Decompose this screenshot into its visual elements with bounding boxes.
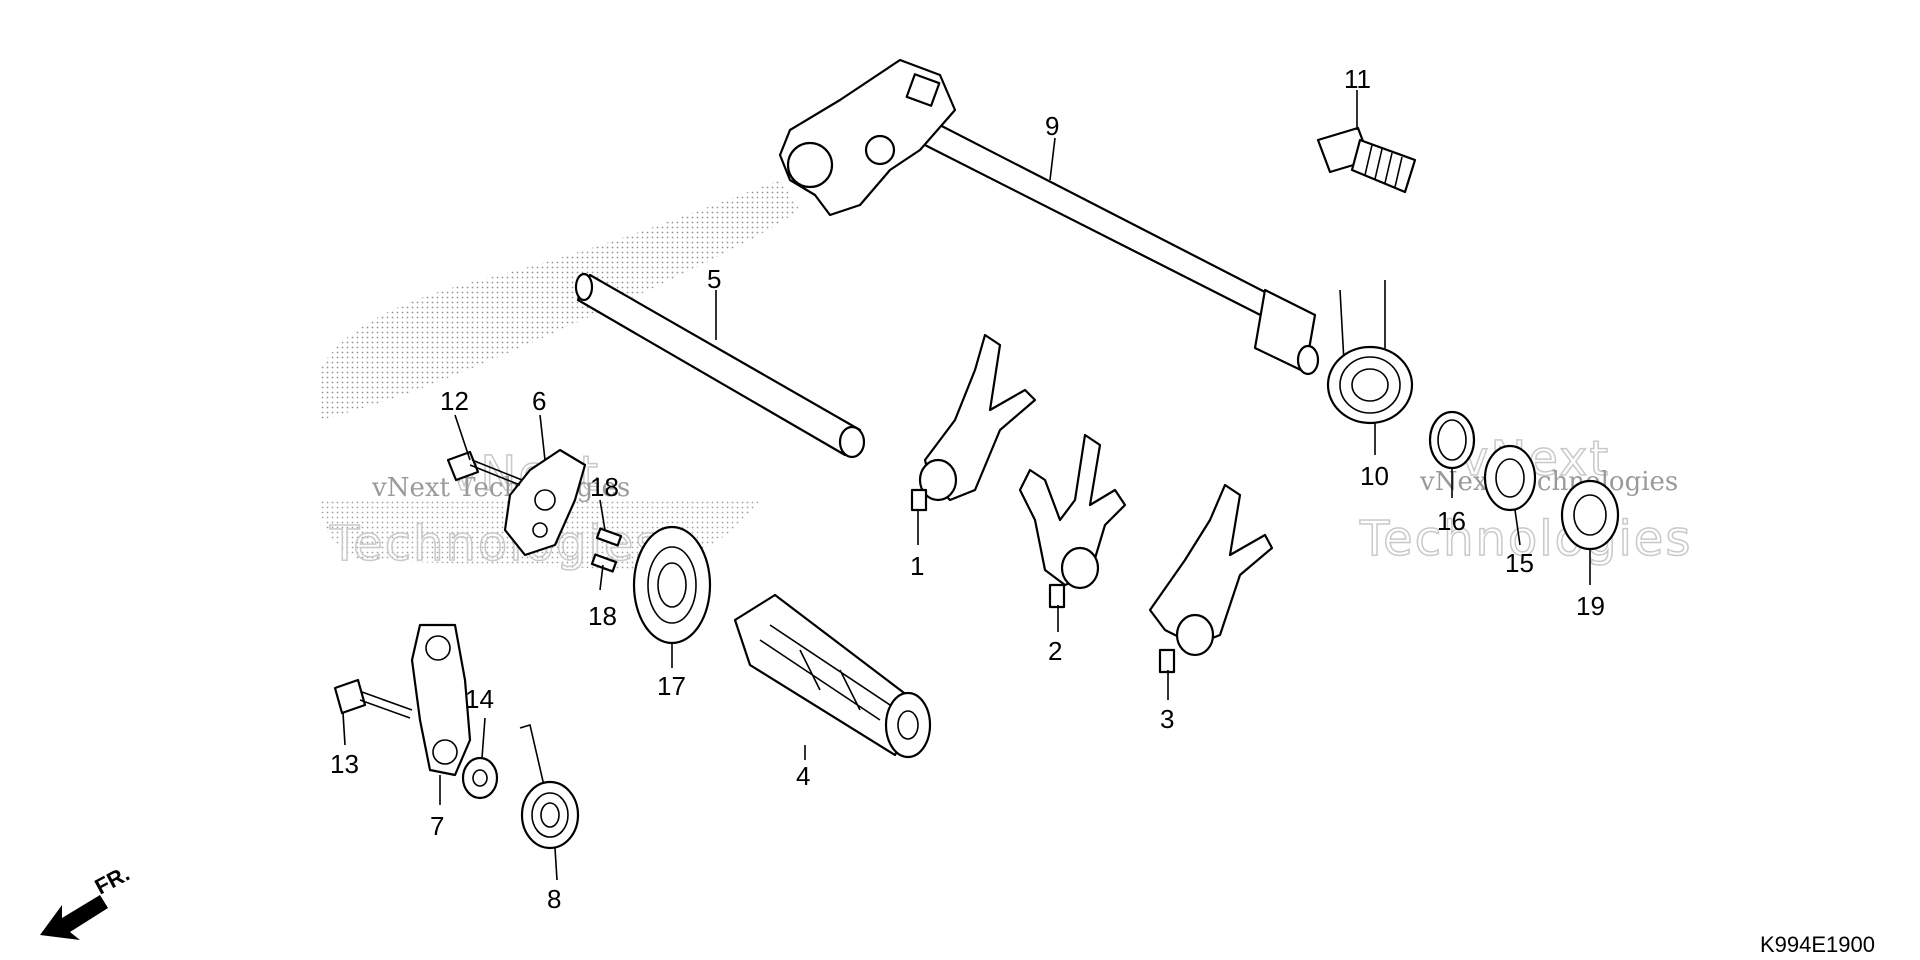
callout-8: 8 (547, 884, 561, 914)
callout-18-lower: 18 (588, 601, 617, 631)
part-14-washer (461, 756, 499, 800)
leader-lines (342, 90, 1591, 881)
callout-7: 7 (430, 811, 444, 841)
part-13-bolt (333, 678, 413, 719)
callout-15: 15 (1505, 548, 1534, 578)
callout-13: 13 (330, 749, 359, 779)
callout-4: 4 (796, 761, 810, 791)
watermark-right-big: Technologies (1359, 511, 1692, 567)
front-direction-indicator: FR. (40, 861, 134, 940)
diagram-code: K994E1900 (1760, 932, 1875, 957)
callout-18-upper: 18 (590, 472, 619, 502)
callout-11: 11 (1344, 64, 1371, 94)
part-16-circlip (1428, 410, 1476, 470)
part-10-return-spring (1326, 280, 1414, 425)
part-19-oil-seal (1560, 479, 1620, 551)
part-2-shift-fork (1018, 433, 1127, 609)
front-label: FR. (91, 861, 134, 900)
part-9-shift-spindle (778, 58, 1320, 376)
callout-17: 17 (657, 671, 686, 701)
part-4-shift-drum (733, 593, 932, 759)
callout-19: 19 (1576, 591, 1605, 621)
callout-3: 3 (1160, 704, 1174, 734)
callout-14: 14 (465, 684, 494, 714)
part-6-stopper-plate (503, 448, 587, 557)
callout-16: 16 (1437, 506, 1466, 536)
part-3-shift-fork (1148, 483, 1274, 674)
part-17-bearing (632, 525, 712, 645)
part-7-stopper-arm (410, 623, 472, 777)
part-11-bolt (1316, 126, 1417, 194)
callout-5: 5 (707, 264, 721, 294)
callout-9: 9 (1045, 111, 1059, 141)
callout-12: 12 (440, 386, 469, 416)
callout-labels: 9 11 5 12 6 18 18 1 2 3 4 17 10 16 15 19… (330, 64, 1605, 914)
callout-10: 10 (1360, 461, 1389, 491)
front-arrow-icon (40, 895, 108, 940)
callout-2: 2 (1048, 636, 1062, 666)
callout-1: 1 (910, 551, 924, 581)
part-5-fork-shaft (574, 272, 866, 459)
part-8-spring (519, 723, 580, 850)
callout-6: 6 (532, 386, 546, 416)
part-15-washer (1483, 444, 1537, 512)
watermark-right-small: vNext Technologies (1419, 467, 1678, 497)
part-1-shift-fork (910, 333, 1037, 512)
